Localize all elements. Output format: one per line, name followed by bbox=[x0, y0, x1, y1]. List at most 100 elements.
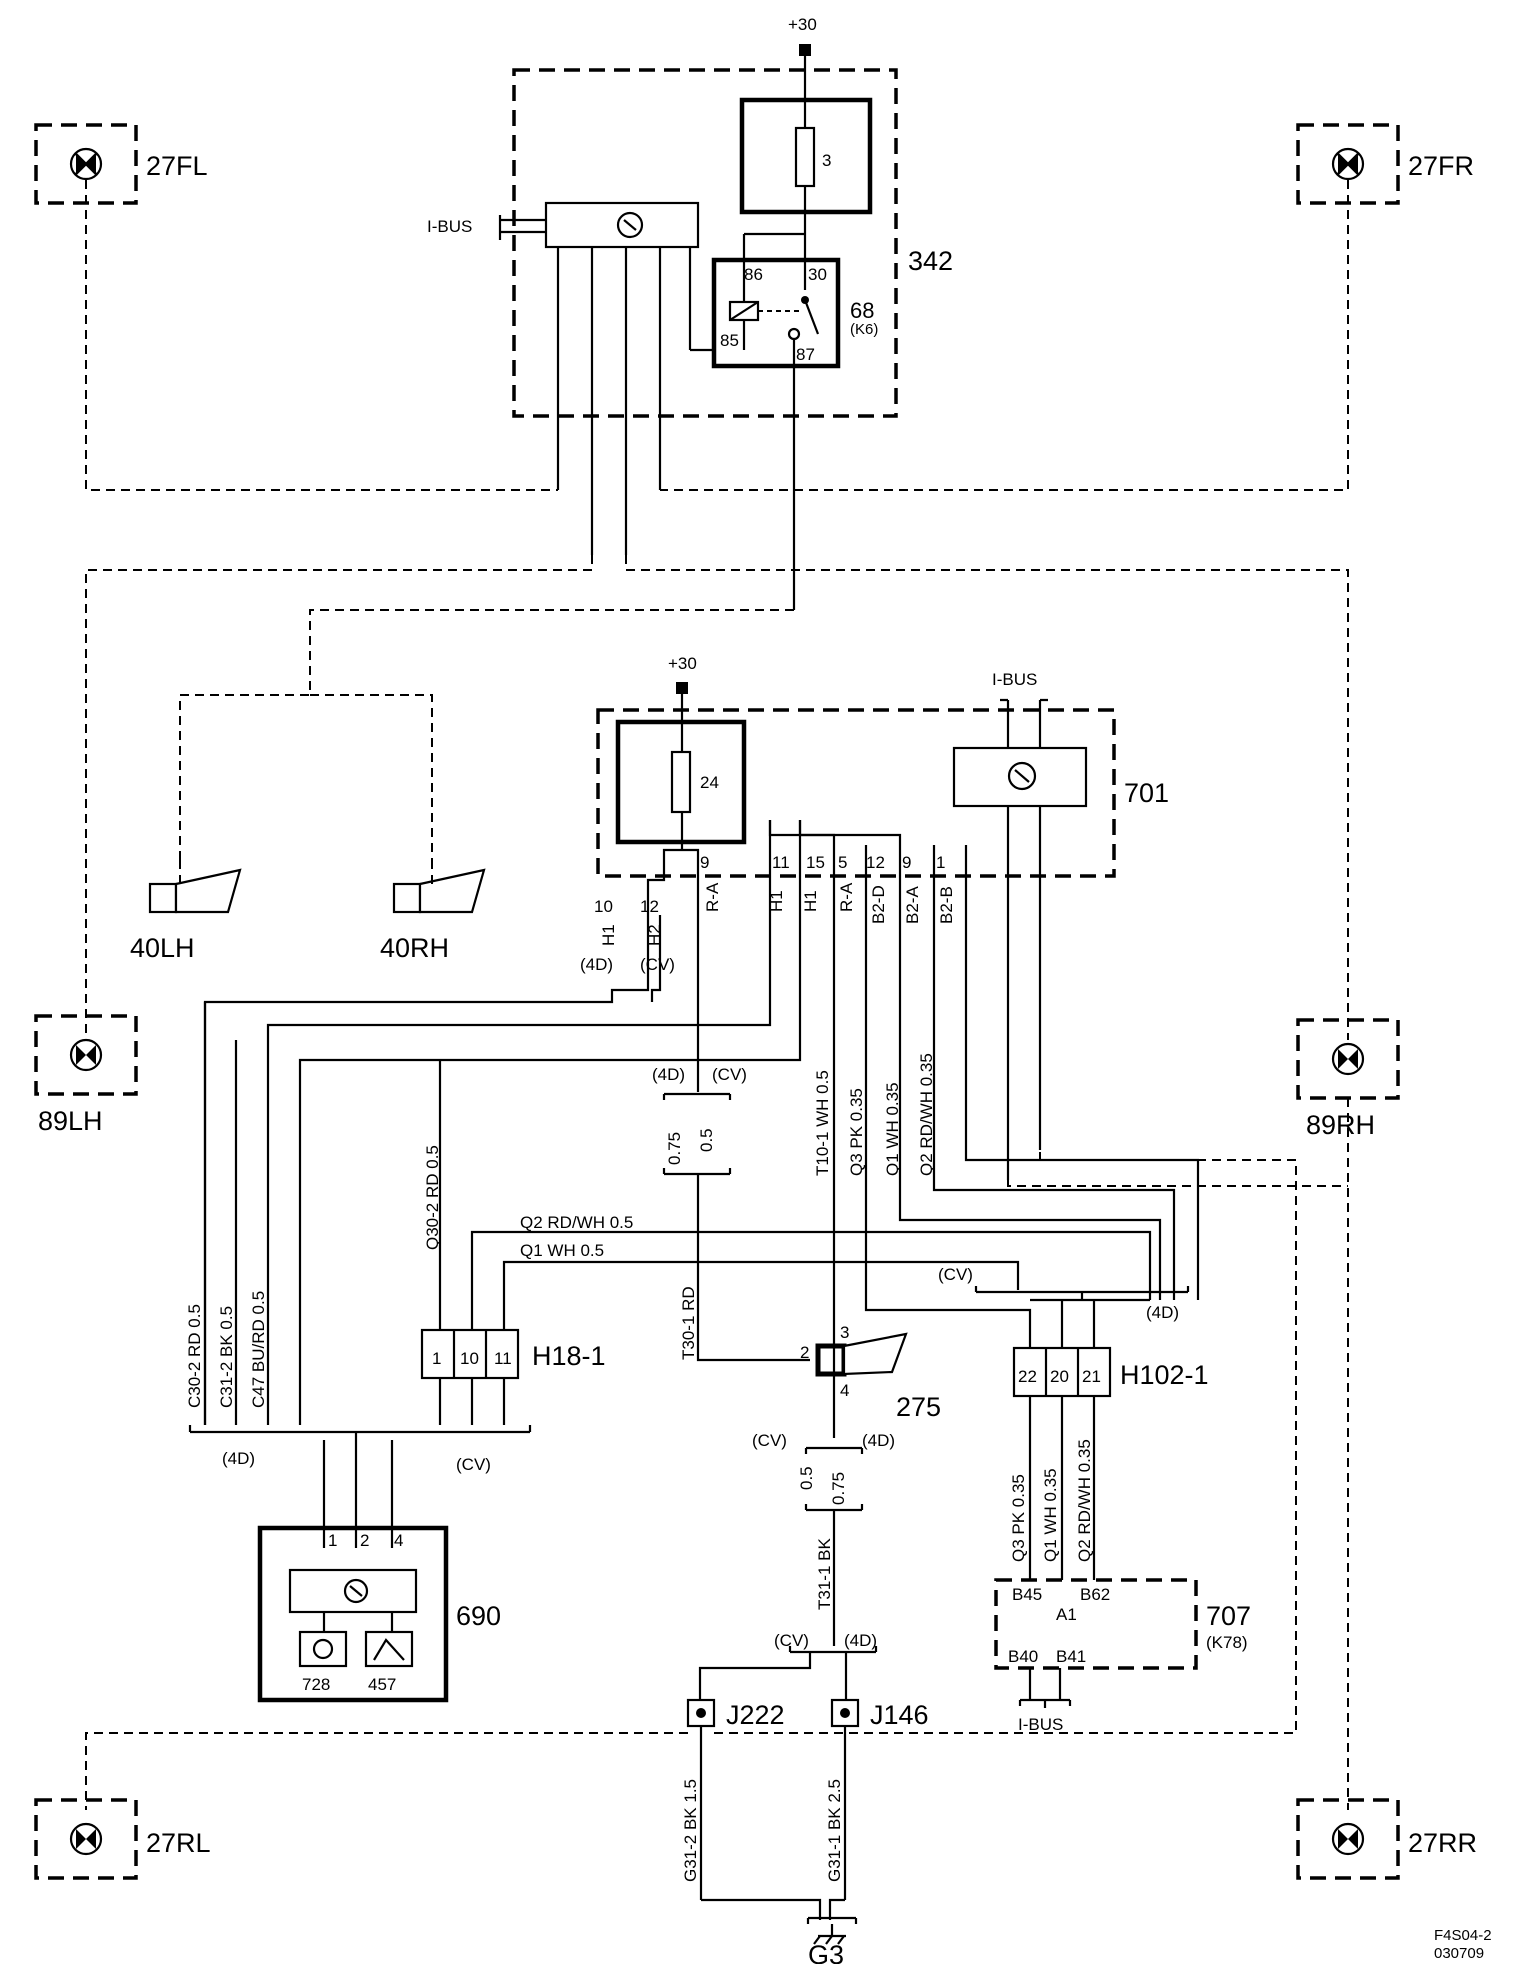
wire-q2b: Q2 RD/WH 0.35 bbox=[1075, 1439, 1094, 1562]
lamp-27fr-icon bbox=[1331, 147, 1365, 181]
siren-pin-3: 3 bbox=[840, 1323, 849, 1342]
h102-pin-1: 20 bbox=[1050, 1367, 1069, 1386]
ibus-bottom-label: I-BUS bbox=[1018, 1715, 1063, 1734]
conn-cv-b: (CV) bbox=[712, 1065, 747, 1084]
conn-4d-f: (4D) bbox=[1146, 1303, 1179, 1322]
fuse-24-icon bbox=[670, 750, 692, 814]
sensor-728-label: 728 bbox=[302, 1675, 330, 1694]
wire-q3pk: Q3 PK 0.35 bbox=[847, 1088, 866, 1176]
splice-j222-label: J222 bbox=[726, 1700, 785, 1730]
wire-c31: C31-2 BK 0.5 bbox=[217, 1306, 236, 1408]
fuse-3-label: 3 bbox=[822, 151, 831, 170]
lamp-27rr-icon bbox=[1331, 1822, 1365, 1856]
conn-4d-d: (4D) bbox=[862, 1431, 895, 1450]
siren-275-icon bbox=[815, 1332, 908, 1377]
pin701-4: 12 bbox=[866, 853, 885, 872]
h102-pin-0: 22 bbox=[1018, 1367, 1037, 1386]
lamp-89lh-box bbox=[34, 1014, 138, 1096]
wireh-0: H1 bbox=[599, 924, 618, 946]
wire-t31: T31-1 BK bbox=[815, 1538, 834, 1610]
wire-q1b: Q1 WH 0.35 bbox=[1041, 1468, 1060, 1562]
pin701-2: 15 bbox=[806, 853, 825, 872]
supply-label-mid: +30 bbox=[668, 654, 697, 673]
h102-pin-2: 21 bbox=[1082, 1367, 1101, 1386]
lamp-27rl-box bbox=[34, 1798, 138, 1880]
module-701-outline bbox=[596, 708, 1116, 878]
ibus-top-label: I-BUS bbox=[427, 217, 472, 236]
m707-b45: B45 bbox=[1012, 1585, 1042, 1604]
relay-68-sub: (K6) bbox=[850, 321, 878, 338]
pinh-1: 12 bbox=[640, 897, 659, 916]
conn-4d-c: (4D) bbox=[222, 1449, 255, 1468]
connector-h18 bbox=[420, 1328, 520, 1380]
wire-q2h: Q2 RD/WH 0.5 bbox=[520, 1213, 633, 1232]
lamp-27fl-icon bbox=[69, 147, 103, 181]
wire701-5: B2-A bbox=[903, 886, 922, 924]
lamp-27rl-label: 27RL bbox=[146, 1828, 211, 1858]
ground-symbol-icon bbox=[813, 1924, 846, 1945]
wire-t30: T30-1 RD bbox=[679, 1286, 698, 1360]
lamp-27rr-box bbox=[1296, 1798, 1400, 1880]
wire701-6: B2-B bbox=[937, 886, 956, 924]
supply-terminal-top bbox=[799, 44, 811, 56]
conn-4d-a: (4D) bbox=[580, 955, 613, 974]
gauge-05-a: 0.5 bbox=[697, 1128, 716, 1152]
h102-label: H102-1 bbox=[1120, 1360, 1209, 1390]
relay-contact-87 bbox=[787, 327, 801, 341]
horn-40lh-icon bbox=[148, 868, 242, 914]
module-701-label: 701 bbox=[1124, 778, 1169, 808]
relay-pin-87: 87 bbox=[796, 345, 815, 364]
module-707-label: 707 bbox=[1206, 1601, 1251, 1631]
wire-q1wh: Q1 WH 0.35 bbox=[883, 1082, 902, 1176]
wire-g312: G31-2 BK 1.5 bbox=[681, 1779, 700, 1882]
wire-c30: C30-2 RD 0.5 bbox=[185, 1304, 204, 1408]
module-707-outline bbox=[994, 1578, 1198, 1670]
pin701-3: 5 bbox=[838, 853, 847, 872]
pin701-5: 9 bbox=[902, 853, 911, 872]
relay-pin-86: 86 bbox=[744, 265, 763, 284]
ibus-mid-label: I-BUS bbox=[992, 670, 1037, 689]
siren-pin-2: 2 bbox=[800, 1343, 809, 1362]
wire-q2rdwh: Q2 RD/WH 0.35 bbox=[917, 1053, 936, 1176]
pinh-0: 10 bbox=[594, 897, 613, 916]
conn-cv-c: (CV) bbox=[456, 1455, 491, 1474]
relay-pin-85: 85 bbox=[720, 331, 739, 350]
pin701-0: 9 bbox=[700, 853, 709, 872]
lamp-27fr-label: 27FR bbox=[1408, 151, 1474, 181]
sensor-457-label: 457 bbox=[368, 1675, 396, 1694]
lamp-89lh-icon bbox=[69, 1038, 103, 1072]
relay-68-box bbox=[711, 257, 841, 369]
pin701-1: 11 bbox=[772, 853, 790, 872]
siren-275-label: 275 bbox=[896, 1392, 941, 1422]
lamp-27rr-label: 27RR bbox=[1408, 1828, 1477, 1858]
horn-40lh-label: 40LH bbox=[130, 933, 195, 963]
gauge-075-a: 0.75 bbox=[665, 1132, 684, 1165]
relay-68-label: 68 bbox=[850, 298, 874, 323]
wire701-4: B2-D bbox=[869, 885, 888, 924]
m707-b41: B41 bbox=[1056, 1647, 1086, 1666]
wire-q30: Q30-2 RD 0.5 bbox=[423, 1145, 442, 1250]
conn-cv-d: (CV) bbox=[752, 1431, 787, 1450]
lamp-89lh-label: 89LH bbox=[38, 1106, 103, 1136]
fuse-3-icon bbox=[794, 126, 816, 188]
m707-b40: B40 bbox=[1008, 1647, 1038, 1666]
module-342-label: 342 bbox=[908, 246, 953, 276]
fuse-24-label: 24 bbox=[700, 773, 719, 792]
footer-code: F4S04-2 bbox=[1434, 1927, 1492, 1944]
module-690-label: 690 bbox=[456, 1601, 501, 1631]
horn-40rh-label: 40RH bbox=[380, 933, 449, 963]
m690-pin-2: 4 bbox=[394, 1531, 403, 1550]
gauge-05-b: 0.5 bbox=[797, 1466, 816, 1490]
m707-a1: A1 bbox=[1056, 1605, 1077, 1624]
ground-g3-label: G3 bbox=[808, 1940, 844, 1964]
lamp-27fl-label: 27FL bbox=[146, 151, 208, 181]
connector-h102 bbox=[1012, 1346, 1112, 1398]
wire-q3b: Q3 PK 0.35 bbox=[1009, 1474, 1028, 1562]
wire701-0: R-A bbox=[703, 882, 722, 912]
gauge-075-b: 0.75 bbox=[829, 1472, 848, 1505]
m690-pin-1: 2 bbox=[360, 1531, 369, 1550]
wire-c47: C47 BU/RD 0.5 bbox=[249, 1291, 268, 1408]
wire701-1: H1 bbox=[767, 890, 786, 912]
